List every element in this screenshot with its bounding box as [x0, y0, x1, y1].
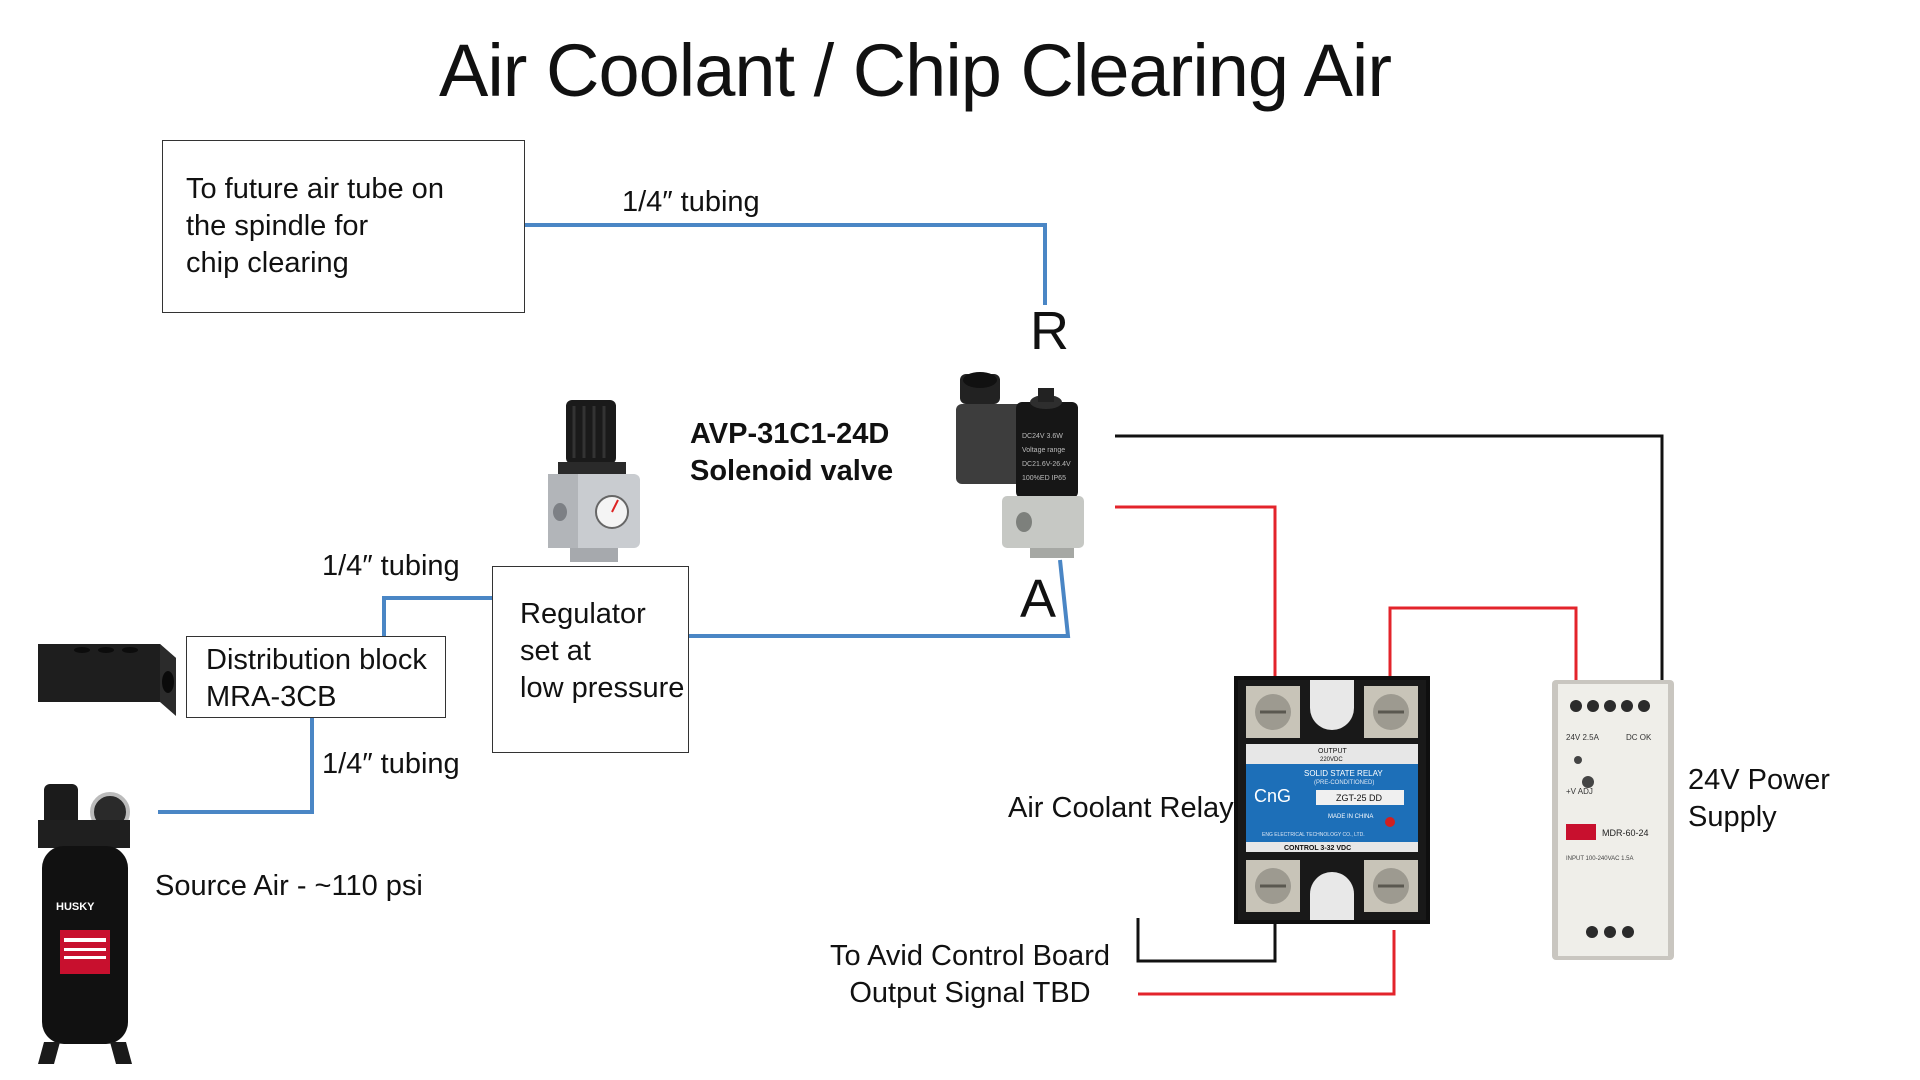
- tubing-label-low: 1/4″ tubing: [322, 748, 460, 780]
- svg-text:DC24V 3.6W: DC24V 3.6W: [1022, 433, 1063, 440]
- svg-text:ENG ELECTRICAL TECHNOLOGY CO.,: ENG ELECTRICAL TECHNOLOGY CO., LTD.: [1262, 832, 1365, 838]
- svg-text:MDR-60-24: MDR-60-24: [1602, 828, 1649, 838]
- air-line-spindle: [525, 223, 1047, 305]
- power-supply-image: 24V 2.5A DC OK +V ADJ MDR-60-24 INPUT 10…: [1552, 680, 1674, 960]
- svg-text:+V ADJ: +V ADJ: [1566, 787, 1593, 796]
- svg-text:Voltage range: Voltage range: [1022, 447, 1065, 454]
- air-line-block-regulator: [382, 596, 492, 636]
- wire-positive-valve: [1115, 505, 1277, 676]
- svg-text:HUSKY: HUSKY: [56, 901, 95, 913]
- wire-negative-control: [1136, 918, 1277, 963]
- diagram-title: Air Coolant / Chip Clearing Air: [439, 29, 1392, 112]
- air-compressor-image: HUSKY: [38, 784, 132, 1064]
- svg-text:DC21.6V-26.4V: DC21.6V-26.4V: [1022, 461, 1071, 468]
- tubing-label-top: 1/4″ tubing: [622, 186, 760, 218]
- distribution-block-box: Distribution block MRA-3CB: [186, 636, 446, 718]
- solenoid-valve-image: DC24V 3.6W Voltage range DC21.6V-26.4V 1…: [956, 372, 1084, 558]
- regulator-box: Regulator set at low pressure: [492, 566, 689, 753]
- distribution-block-image: [38, 644, 176, 716]
- regulator-label: Regulator set at low pressure: [520, 598, 685, 704]
- air-line-source: [158, 718, 314, 814]
- control-board-label: To Avid Control Board Output Signal TBD: [830, 940, 1110, 1009]
- svg-text:24V 2.5A: 24V 2.5A: [1566, 733, 1600, 742]
- svg-text:100%ED IP65: 100%ED IP65: [1022, 475, 1066, 482]
- port-r: R: [1030, 301, 1069, 361]
- svg-text:MADE IN CHINA: MADE IN CHINA: [1328, 814, 1373, 820]
- port-a: A: [1020, 569, 1057, 629]
- svg-text:INPUT 100-240VAC 1.5A: INPUT 100-240VAC 1.5A: [1566, 856, 1633, 862]
- svg-text:(PRE-CONDITIONED): (PRE-CONDITIONED): [1314, 780, 1374, 786]
- solenoid-valve-label: AVP-31C1-24D Solenoid valve: [690, 418, 894, 487]
- svg-text:OUTPUT: OUTPUT: [1318, 748, 1348, 755]
- air-line-valve-a: [689, 559, 1071, 638]
- wire-positive-control: [1138, 930, 1396, 996]
- tubing-label-mid: 1/4″ tubing: [322, 550, 460, 582]
- svg-text:220VDC: 220VDC: [1320, 757, 1343, 763]
- future-tube-box: To future air tube on the spindle for ch…: [162, 140, 525, 313]
- source-air-label: Source Air - ~110 psi: [155, 870, 423, 902]
- svg-text:CONTROL 3-32 VDC: CONTROL 3-32 VDC: [1284, 845, 1351, 852]
- relay-label: Air Coolant Relay: [1008, 792, 1234, 824]
- future-tube-label: To future air tube on the spindle for ch…: [186, 173, 444, 279]
- distribution-block-label: Distribution block MRA-3CB: [206, 644, 427, 713]
- svg-text:DC OK: DC OK: [1626, 733, 1652, 742]
- power-supply-label: 24V Power Supply: [1688, 764, 1830, 833]
- regulator-image: [548, 400, 640, 562]
- wire-positive-psu: [1388, 606, 1578, 682]
- svg-text:SOLID STATE RELAY: SOLID STATE RELAY: [1304, 769, 1383, 778]
- svg-text:ZGT-25 DD: ZGT-25 DD: [1336, 793, 1383, 803]
- svg-text:CnG: CnG: [1254, 786, 1291, 806]
- solid-state-relay-image: OUTPUT 220VDC SOLID STATE RELAY (PRE-CON…: [1234, 676, 1430, 924]
- wire-negative-valve: [1115, 434, 1664, 682]
